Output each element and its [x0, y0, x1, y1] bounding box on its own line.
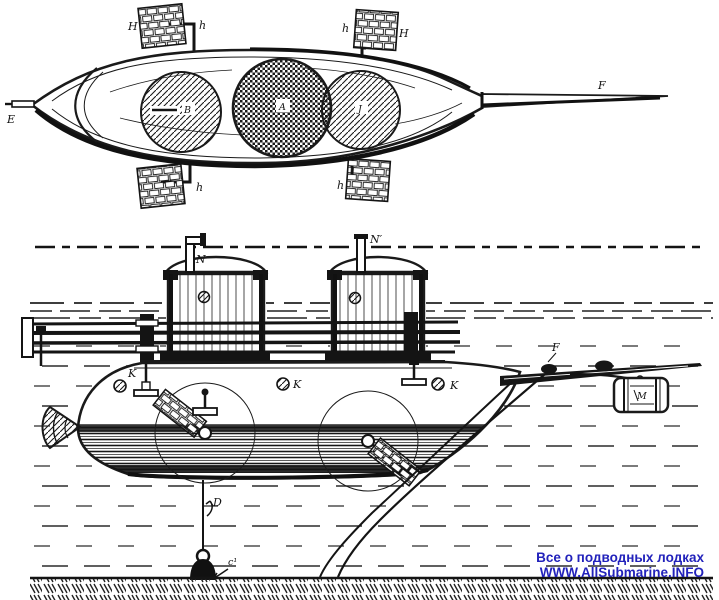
- internal-wheel-forward: [152, 382, 256, 484]
- pipe-coupling-aft: [404, 312, 418, 354]
- label-barrel-M: M: [636, 391, 647, 402]
- paddle-wheel-top-left: [137, 2, 196, 57]
- label-cyl-left: B: [183, 105, 191, 116]
- paddle-wheel-bottom-right: [344, 156, 392, 203]
- label-snorkel-N: N: [195, 253, 206, 266]
- plan-hull-shadow-edge: [34, 108, 476, 169]
- label-weight-c1: c¹: [228, 557, 237, 568]
- plan-tail-spike: [480, 92, 669, 109]
- label-cyl-right: J: [356, 104, 363, 115]
- valve-aft: [401, 352, 427, 386]
- snorkel-aft: [354, 234, 368, 273]
- bow-bulkhead-arc: [74, 67, 98, 143]
- label-spike-F: F: [551, 341, 560, 354]
- label-wheel-h-br: h: [337, 179, 344, 192]
- label-wheel-H-tr: H: [398, 27, 409, 40]
- label-porthole-K-aft: K: [449, 379, 459, 392]
- watermark-line1: Все о подводных лодках: [536, 550, 704, 565]
- snorkel-forward: [185, 233, 206, 273]
- label-snorkel-N2: N′: [369, 233, 383, 246]
- seabed: [30, 576, 713, 600]
- label-wheel-h-tl: h: [199, 19, 206, 32]
- valve-forward: [133, 364, 159, 397]
- cylinder-left: [140, 71, 222, 153]
- bow-propeller-cone: [41, 405, 82, 450]
- watermark-line2: WWW.AllSubmarine.INFO: [540, 565, 704, 580]
- tower-porthole-aft: [348, 291, 362, 305]
- side-view: N N′ K K K F M D c¹: [21, 233, 713, 600]
- watermark: Все о подводных лодках WWW.AllSubmarine.…: [536, 550, 704, 580]
- mooring-line: [202, 480, 214, 553]
- conning-tower-forward: [160, 233, 270, 361]
- porthole-mid: [276, 377, 290, 391]
- label-porthole-K-mid: K: [292, 378, 302, 391]
- cylinder-right: [321, 70, 401, 150]
- mine-barrel: [612, 375, 670, 414]
- porthole-aft: [431, 377, 445, 391]
- label-bow-E: E: [6, 113, 15, 126]
- tower-porthole-forward: [197, 290, 211, 304]
- paddle-wheel-bottom-left: [136, 158, 192, 210]
- label-wheel-H-tl: H: [127, 20, 138, 33]
- internal-wheel-aft: [317, 390, 423, 492]
- label-line-D: D: [212, 496, 222, 509]
- porthole-forward: [113, 379, 127, 393]
- pipe-end-cap: [21, 317, 34, 358]
- label-wheel-h-bl: h: [196, 181, 203, 194]
- label-tail-F: F: [597, 79, 606, 92]
- cylinder-center: [231, 57, 333, 159]
- valve-candle: [192, 388, 218, 416]
- label-cyl-center: A: [278, 102, 286, 113]
- plan-view: E F H h h H h h B A J: [5, 2, 669, 210]
- bow-rod: [5, 100, 35, 108]
- deck-pipes: [21, 312, 461, 366]
- label-wheel-h-tr: h: [342, 22, 349, 35]
- label-valve-K: K: [127, 367, 137, 380]
